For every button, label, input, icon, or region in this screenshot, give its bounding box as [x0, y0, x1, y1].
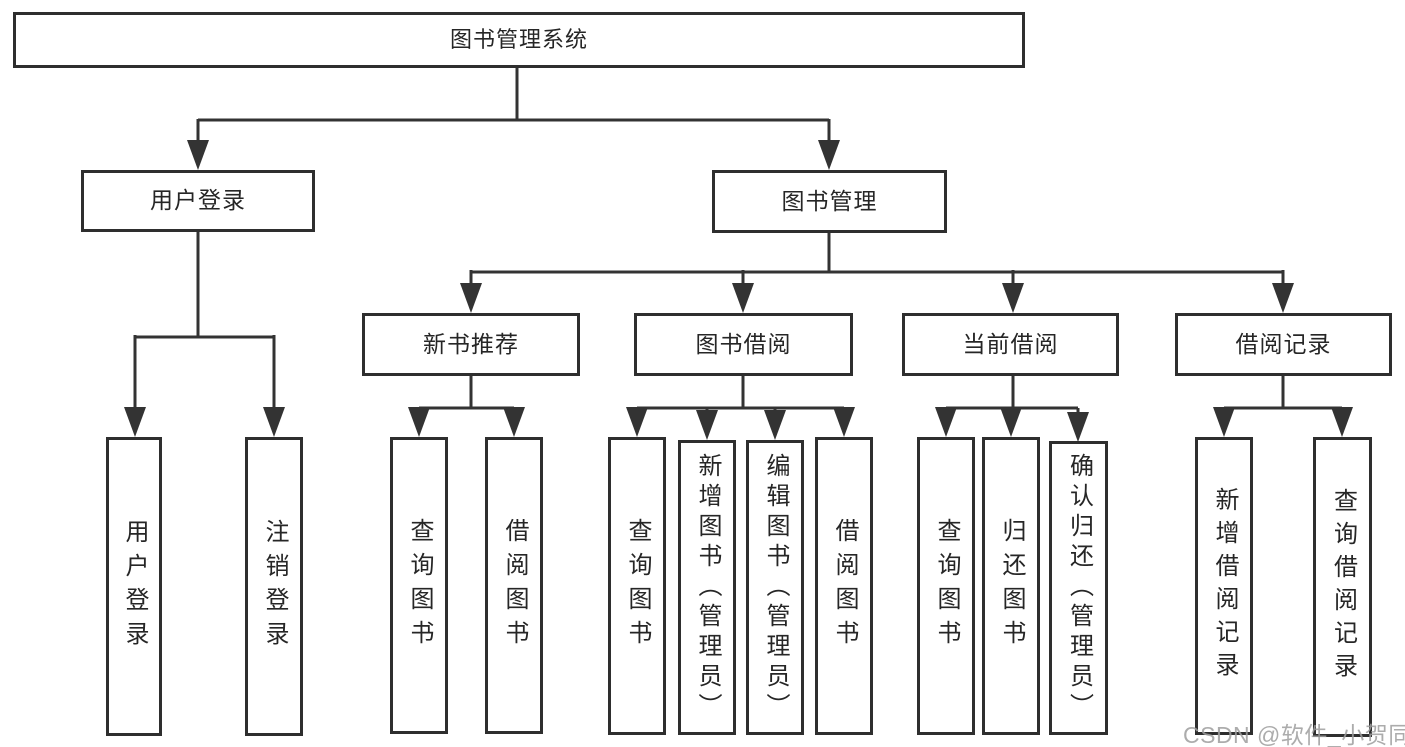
arrow-icon — [935, 407, 957, 437]
arrowheads — [124, 140, 1353, 442]
arrow-icon — [1067, 412, 1089, 442]
leaf-query-borrow-record: 查询借阅记录 — [1313, 437, 1372, 737]
arrow-icon — [1272, 283, 1294, 313]
arrow-icon — [764, 410, 786, 440]
connector-records — [1224, 376, 1342, 410]
arrow-icon — [1002, 283, 1024, 313]
arrow-icon — [833, 407, 855, 437]
arrow-icon — [408, 407, 430, 437]
connector-borrow — [637, 376, 844, 413]
leaf-add-book-admin: 新增图书（管理员） — [678, 440, 736, 735]
connector-recommend — [419, 376, 514, 410]
arrow-icon — [187, 140, 209, 170]
node-current-borrow: 当前借阅 — [902, 313, 1119, 376]
arrow-icon — [818, 140, 840, 170]
leaf-user-login: 用户登录 — [106, 437, 162, 736]
arrow-icon — [626, 407, 648, 437]
leaf-borrow-books: 借阅图书 — [485, 437, 543, 734]
leaf-query-books: 查询图书 — [390, 437, 448, 734]
leaf-logout-login: 注销登录 — [245, 437, 303, 736]
leaf-borrow-books: 借阅图书 — [815, 437, 873, 735]
arrow-icon — [124, 407, 146, 437]
arrow-icon — [1000, 407, 1022, 437]
node-new-book-recommend: 新书推荐 — [362, 313, 580, 376]
leaf-query-books: 查询图书 — [917, 437, 975, 735]
leaf-edit-book-admin: 编辑图书（管理员） — [746, 440, 804, 735]
arrow-icon — [1331, 407, 1353, 437]
connector-user-login — [133, 232, 276, 410]
watermark: CSDN @软件_小贺同学 — [1183, 722, 1405, 747]
node-book-management: 图书管理 — [712, 170, 947, 233]
connector-root — [196, 68, 831, 144]
arrow-icon — [263, 407, 285, 437]
arrow-icon — [696, 410, 718, 440]
node-user-login: 用户登录 — [81, 170, 315, 232]
leaf-add-borrow-record: 新增借阅记录 — [1195, 437, 1253, 735]
arrow-icon — [503, 407, 525, 437]
arrow-icon — [460, 283, 482, 313]
node-book-borrow: 图书借阅 — [634, 313, 853, 376]
leaf-query-books: 查询图书 — [608, 437, 666, 735]
leaf-return-book: 归还图书 — [982, 437, 1040, 735]
node-library-system: 图书管理系统 — [13, 12, 1025, 68]
connector-book-mgmt — [469, 233, 1285, 287]
leaf-confirm-return-admin: 确认归还（管理员） — [1049, 441, 1108, 735]
node-borrow-records: 借阅记录 — [1175, 313, 1392, 376]
arrow-icon — [1213, 407, 1235, 437]
arrow-icon — [732, 283, 754, 313]
